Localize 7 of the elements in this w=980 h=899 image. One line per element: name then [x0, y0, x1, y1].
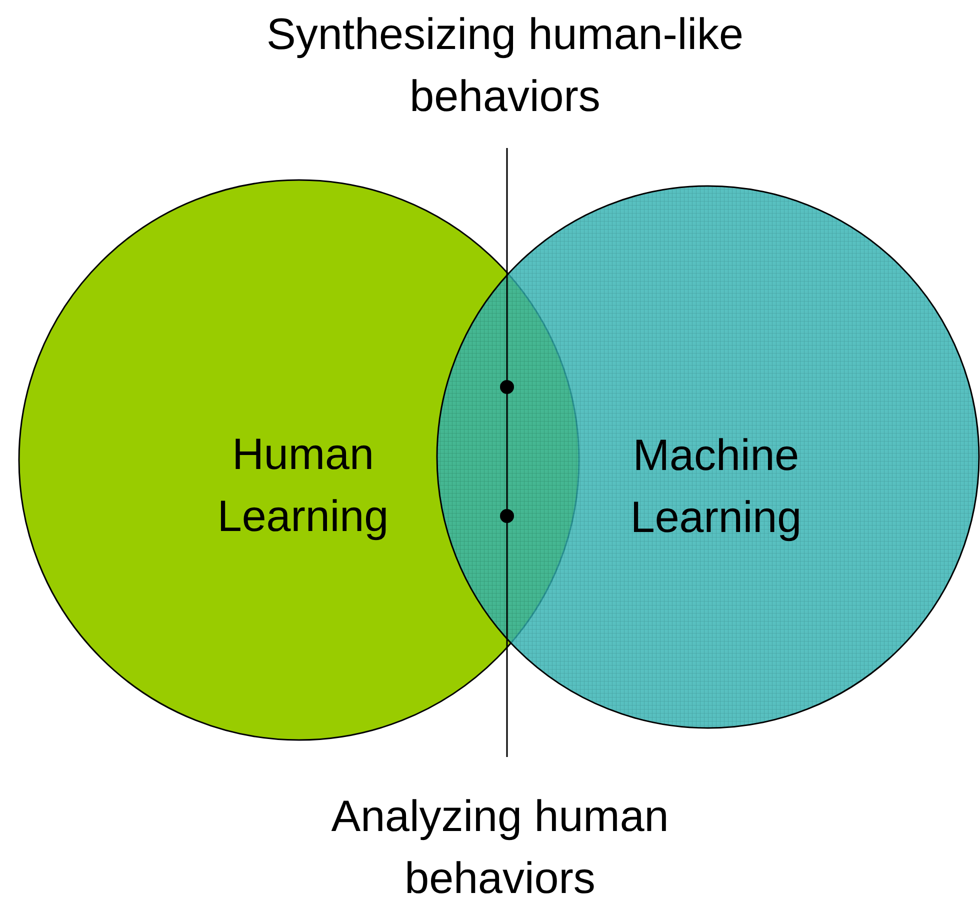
circle-label: Machine Learning	[629, 430, 803, 544]
leader-line	[506, 394, 508, 509]
leader-line	[506, 523, 508, 757]
callout-label: Synthesizing human-like behaviors	[266, 9, 744, 123]
callout-label: Analyzing human behaviors	[330, 791, 670, 899]
circle-label: Human Learning	[216, 429, 390, 543]
leader-line	[506, 148, 508, 380]
